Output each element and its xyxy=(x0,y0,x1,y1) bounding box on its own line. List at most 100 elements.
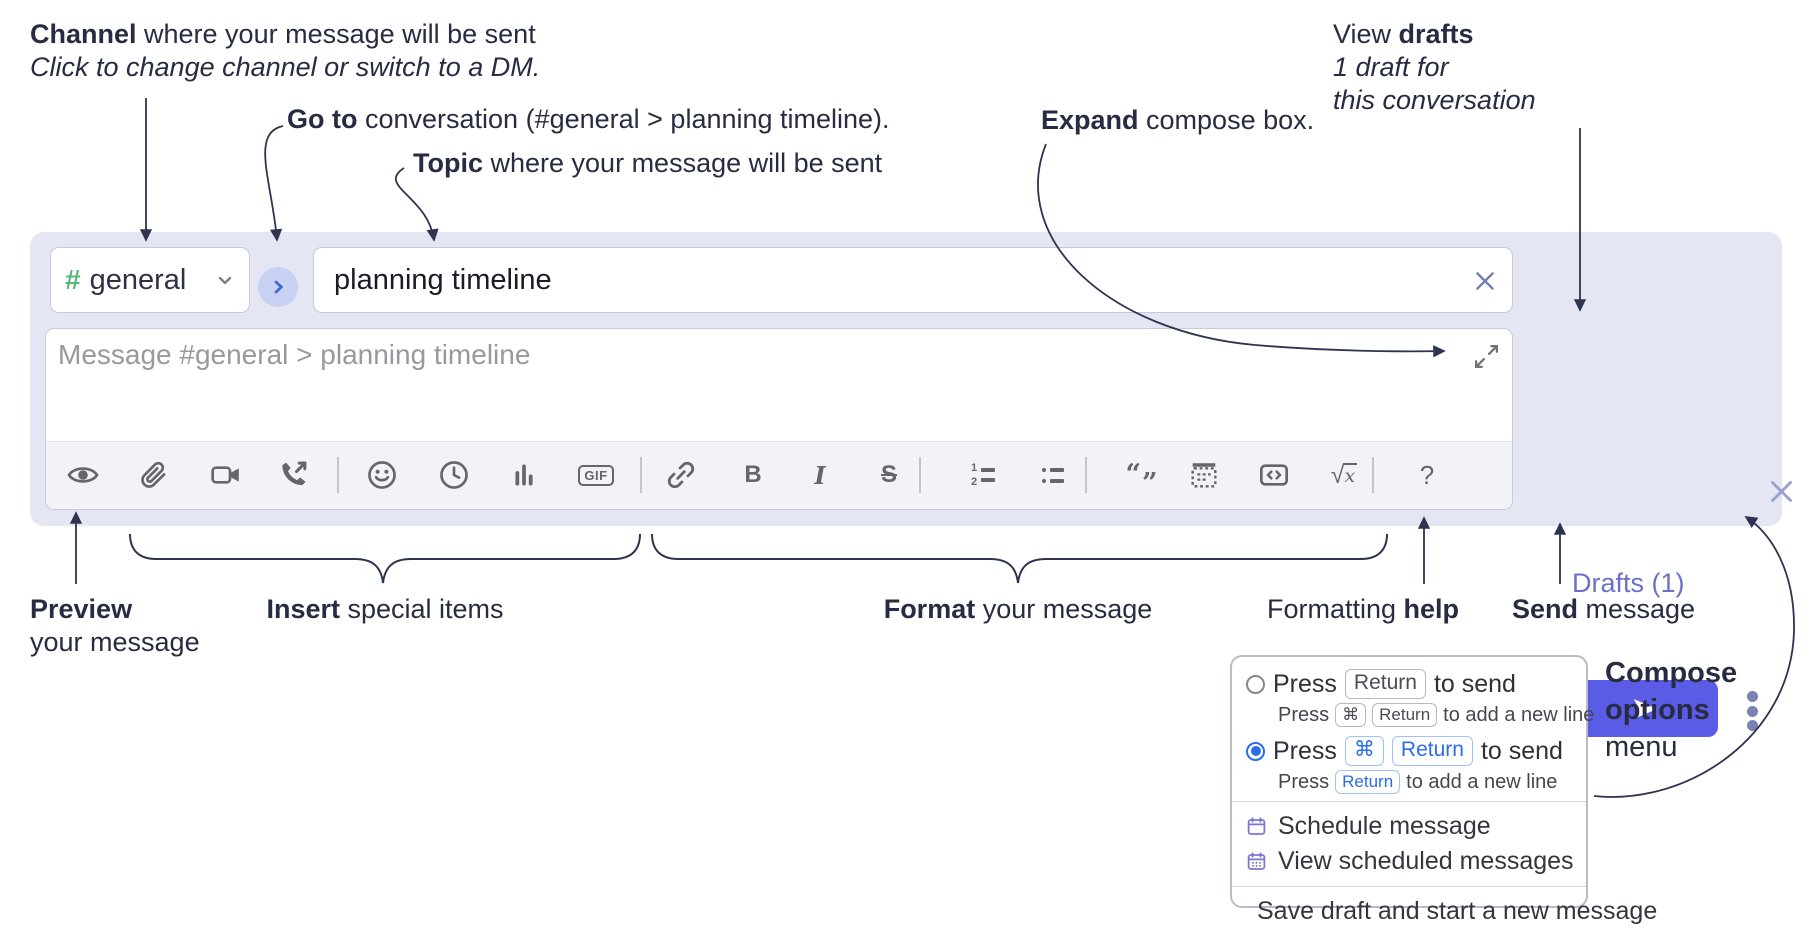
annotation-drafts-line2: 1 draft for xyxy=(1333,52,1449,82)
annotation-compose-options-bold2: options xyxy=(1605,694,1710,726)
menu-item-schedule-message[interactable]: Schedule message xyxy=(1232,809,1586,844)
italic-label: I xyxy=(814,460,826,490)
bold-label: B xyxy=(744,461,762,488)
return-keycap: Return xyxy=(1344,669,1426,699)
annotation-goto: Go to conversation (#general > planning … xyxy=(287,103,890,136)
annotation-help: Formatting help xyxy=(1267,593,1459,626)
strikethrough-icon[interactable]: S xyxy=(873,459,905,491)
menu-item-view-scheduled[interactable]: View scheduled messages xyxy=(1232,844,1586,879)
global-time-icon[interactable] xyxy=(438,459,470,491)
send-option-cmd-return[interactable]: Press ⌘ Return to send xyxy=(1232,736,1586,766)
option2-sub-post: to add a new line xyxy=(1406,770,1558,793)
gif-icon[interactable]: GIF xyxy=(575,459,617,491)
return-keycap: Return xyxy=(1372,703,1438,727)
math-x-glyph: x xyxy=(1342,463,1358,487)
annotation-topic: Topic where your message will be sent xyxy=(413,147,882,180)
annotation-compose-options: Compose options menu xyxy=(1605,655,1737,766)
menu-item-save-draft[interactable]: Save draft and start a new message xyxy=(1232,894,1657,929)
menu-item-label: Schedule message xyxy=(1278,812,1491,840)
annotation-insert-rest: special items xyxy=(339,594,504,624)
clear-topic-icon[interactable] xyxy=(1472,268,1498,294)
video-call-icon[interactable] xyxy=(210,459,242,491)
numbered-list-icon[interactable]: 1 2 xyxy=(967,459,999,491)
annotation-insert: Insert special items xyxy=(266,593,503,626)
option2-to-send: to send xyxy=(1480,736,1563,765)
quote-icon[interactable]: “ ” xyxy=(1125,459,1158,499)
annotation-insert-bold: Insert xyxy=(266,594,340,624)
quote-open-glyph: “ xyxy=(1125,459,1141,490)
radio-selected-icon[interactable] xyxy=(1246,741,1265,761)
voice-call-icon[interactable] xyxy=(277,459,309,491)
compose-options-menu-button[interactable] xyxy=(1739,691,1765,731)
annotation-send-bold: Send xyxy=(1512,594,1579,624)
annotation-format-rest: your message xyxy=(975,594,1153,624)
toolbar-divider xyxy=(1372,457,1374,493)
math-icon[interactable]: √x xyxy=(1322,459,1366,491)
topic-input-box xyxy=(313,247,1513,313)
schedule-calendar-icon xyxy=(1247,817,1266,835)
annotation-format-bold: Format xyxy=(883,594,976,624)
annotation-format: Format your message xyxy=(884,593,1153,626)
channel-name: general xyxy=(89,263,187,296)
message-formatting-help-icon[interactable]: ? xyxy=(1411,459,1443,491)
view-scheduled-calendar-icon xyxy=(1247,852,1266,870)
poll-icon[interactable] xyxy=(508,459,540,491)
menu-item-label: Save draft and start a new message xyxy=(1257,897,1658,925)
annotation-drafts-pre: View xyxy=(1333,19,1399,49)
annotation-preview: Preview your message xyxy=(30,593,200,659)
toolbar-divider xyxy=(337,457,339,493)
close-compose-icon[interactable] xyxy=(1766,476,1797,507)
message-input[interactable] xyxy=(56,337,1440,441)
menu-divider xyxy=(1232,886,1586,887)
option2-sub-press: Press xyxy=(1278,770,1330,793)
preview-icon[interactable] xyxy=(67,459,99,491)
quote-close-glyph: ” xyxy=(1142,468,1158,499)
topic-input[interactable] xyxy=(332,262,1460,298)
annotation-expand-rest: compose box. xyxy=(1138,105,1315,135)
annotation-channel-rest: where your message will be sent xyxy=(136,19,536,49)
ol-num1: 1 xyxy=(970,461,978,474)
toolbar-divider xyxy=(919,457,921,493)
bold-icon[interactable]: B xyxy=(737,459,769,491)
radio-unselected-icon[interactable] xyxy=(1246,674,1265,694)
spoiler-icon[interactable] xyxy=(1188,459,1220,491)
send-option-return-sub: Press ⌘ Return to add a new line xyxy=(1232,703,1594,727)
chevron-down-icon xyxy=(218,276,232,285)
option2-press: Press xyxy=(1273,736,1337,765)
menu-divider xyxy=(1232,801,1586,802)
annotation-channel-sub: Click to change channel or switch to a D… xyxy=(30,52,541,82)
annotation-view-drafts: View drafts 1 draft for this conversatio… xyxy=(1333,18,1536,117)
link-icon[interactable] xyxy=(665,459,697,491)
option1-to-send: to send xyxy=(1433,669,1516,698)
message-box: GIF B I S 1 2 xyxy=(45,328,1513,510)
annotation-topic-bold: Topic xyxy=(413,148,483,178)
toolbar-divider xyxy=(1085,457,1087,493)
annotation-compose-options-rest: menu xyxy=(1605,731,1678,763)
italic-icon[interactable]: I xyxy=(804,459,836,491)
annotation-channel-bold: Channel xyxy=(30,19,137,49)
cmd-keycap-blue: ⌘ xyxy=(1344,736,1384,766)
annotation-channel: Channel where your message will be sent … xyxy=(30,18,540,84)
attach-file-icon[interactable] xyxy=(137,459,169,491)
compose-box: # general xyxy=(30,232,1792,737)
emoji-icon[interactable] xyxy=(366,459,398,491)
send-option-cmd-return-sub: Press Return to add a new line xyxy=(1232,770,1586,794)
channel-hash-icon: # xyxy=(65,264,81,295)
code-icon[interactable] xyxy=(1258,459,1290,491)
annotation-expand: Expand compose box. xyxy=(1041,104,1314,137)
ol-num2: 2 xyxy=(970,475,978,488)
compose-toolbar: GIF B I S 1 2 xyxy=(46,441,1512,509)
expand-compose-icon[interactable] xyxy=(1473,343,1500,370)
channel-selector[interactable]: # general xyxy=(50,247,250,313)
go-to-conversation-button[interactable] xyxy=(258,267,298,307)
gif-label: GIF xyxy=(578,464,614,486)
return-keycap-blue: Return xyxy=(1391,736,1473,766)
format-brace xyxy=(651,533,1388,584)
send-options-popup: Press Return to send Press ⌘ Return to a… xyxy=(1230,655,1657,925)
annotation-expand-bold: Expand xyxy=(1041,105,1139,135)
send-option-return[interactable]: Press Return to send xyxy=(1232,669,1586,699)
annotation-preview-bold: Preview xyxy=(30,594,133,624)
bulleted-list-icon[interactable] xyxy=(1037,459,1069,491)
annotation-help-bold: help xyxy=(1403,594,1460,624)
